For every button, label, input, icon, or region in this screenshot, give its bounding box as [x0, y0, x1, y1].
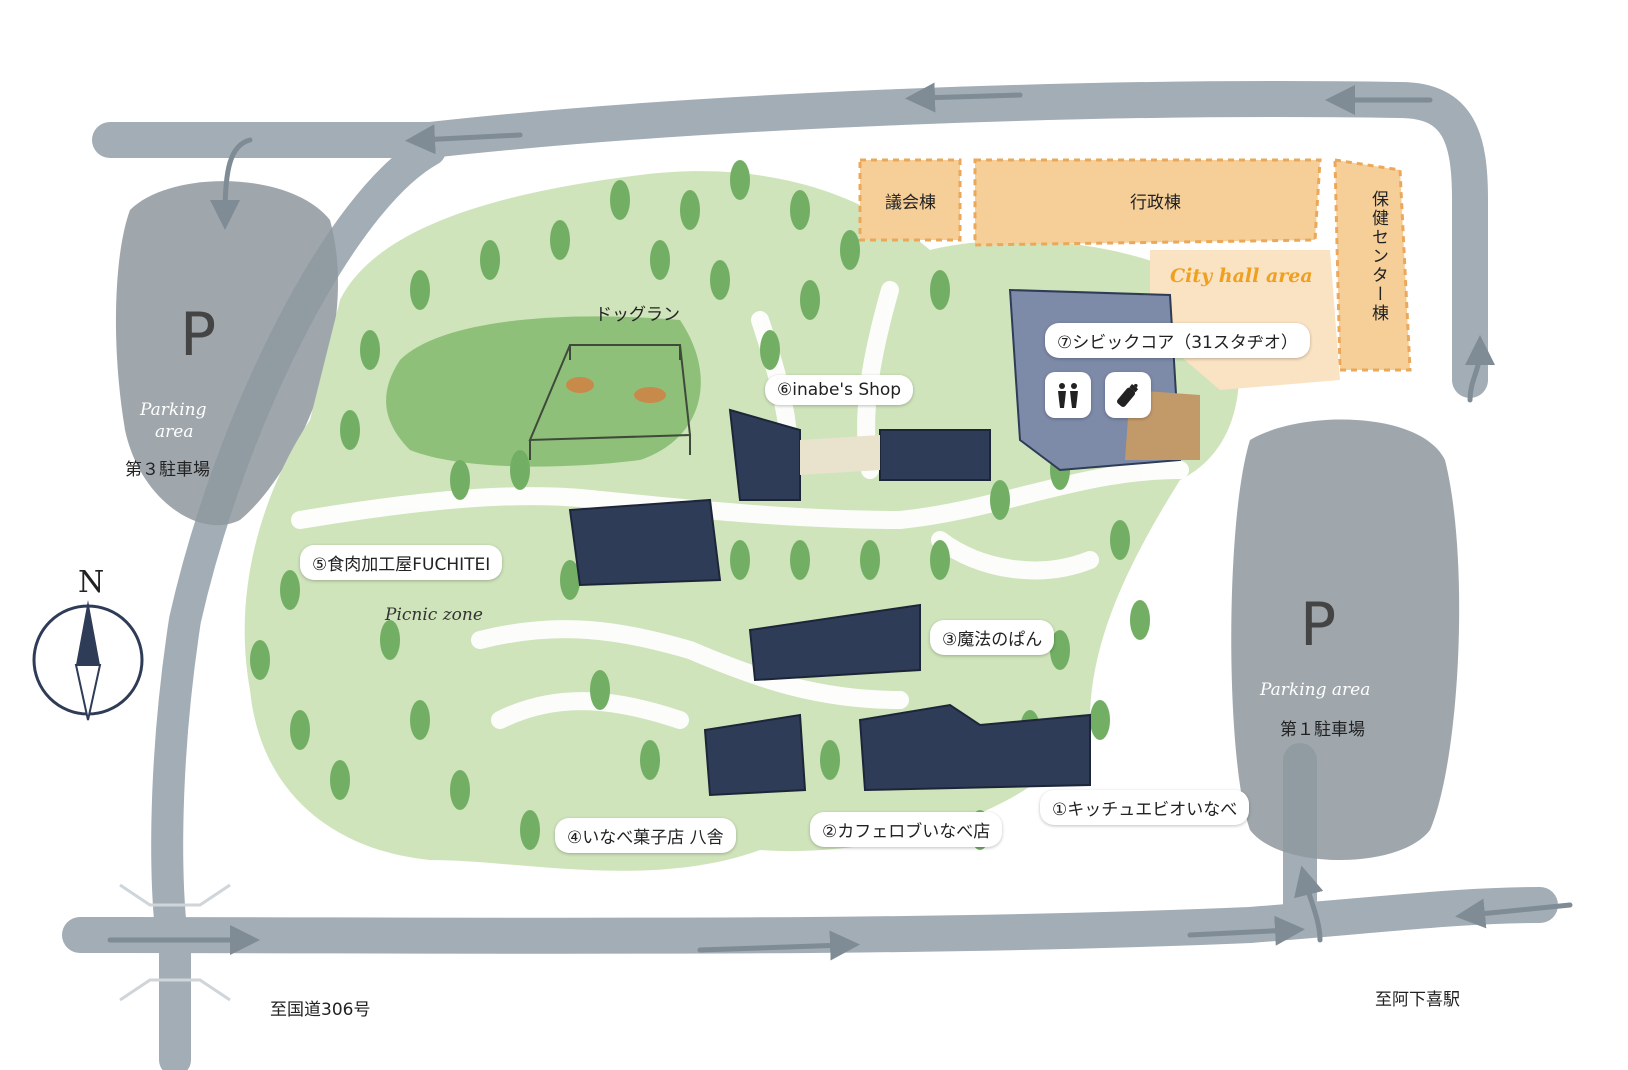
shop-label-7[interactable]: ⑦シビックコア（31スタヂオ）	[1045, 323, 1310, 358]
gyosei-building-label: 行政棟	[1130, 193, 1181, 213]
parking-p3-label: 第３駐車場	[125, 460, 210, 480]
gikai-building-label: 議会棟	[885, 193, 936, 213]
west-road	[151, 134, 446, 936]
arrow-top-left	[405, 124, 523, 155]
arrow-top-right	[905, 82, 1023, 113]
restroom-glyph	[1058, 383, 1078, 408]
compass-north-label: N	[78, 565, 105, 600]
picnic-zone-label: Picnic zone	[385, 605, 483, 625]
parking-p1-symbol: P	[1300, 590, 1337, 660]
bridge-marks	[119, 883, 231, 1002]
top-road	[92, 81, 1488, 398]
parking-p1-en: Parking area	[1260, 680, 1371, 700]
arrow-bottom-4	[1455, 898, 1573, 929]
shop-label-4[interactable]: ④いなべ菓子店 八舎	[555, 818, 736, 853]
parking-p1-label: 第１駐車場	[1280, 720, 1365, 740]
city-hall-blocks	[858, 158, 1412, 372]
shop-label-2[interactable]: ②カフェロブいなべ店	[810, 812, 1003, 847]
bldg-shop6-canopy	[800, 435, 880, 475]
direction-route306: 至国道306号	[270, 1000, 371, 1020]
shop-label-3[interactable]: ③魔法のぱん	[930, 620, 1055, 655]
gikai-block	[858, 158, 962, 242]
city-hall-area-label: City hall area	[1170, 265, 1313, 287]
parking-p3-symbol: P	[180, 300, 217, 370]
dog-figures	[566, 377, 666, 403]
hoken-block	[1333, 158, 1412, 372]
bldg-shop4	[703, 713, 807, 797]
parking-lots	[115, 181, 1460, 860]
baby-bottle-icon	[1105, 372, 1151, 418]
hoken-center-label: 保健センター棟	[1368, 190, 1388, 323]
bldg-shop3	[748, 603, 921, 682]
restroom-icon	[1045, 372, 1091, 418]
dog-run-label: ドッグラン	[595, 305, 680, 325]
arrow-bottom-3	[1187, 915, 1305, 946]
shop-label-6[interactable]: ⑥inabe's Shop	[765, 375, 914, 405]
arrow-bottom-2	[697, 930, 860, 961]
direction-station: 至阿下喜駅	[1375, 990, 1460, 1010]
dog-run-fence	[528, 344, 692, 460]
bldg-shop2	[858, 703, 1091, 792]
gyosei-block	[973, 158, 1322, 247]
bldg-shop6	[728, 408, 801, 501]
road-arrows	[107, 82, 1573, 961]
park-greenery	[244, 171, 1240, 871]
bldg-shop5	[568, 498, 722, 587]
bldg-shop6-b	[879, 429, 991, 481]
baby-bottle-glyph	[1117, 383, 1139, 407]
shop-label-1[interactable]: ①キッチュエビオいなべ	[1040, 790, 1250, 825]
compass-rose	[32, 600, 144, 721]
arrow-up-east	[1464, 335, 1495, 403]
shop-label-5[interactable]: ⑤食肉加工屋FUCHITEI	[300, 545, 503, 580]
parking-p3-en-line2: area	[155, 422, 194, 442]
buildings	[568, 408, 1091, 797]
parking-p3-en-line1: Parking	[140, 400, 207, 420]
parking-p1-lot	[1231, 419, 1460, 860]
bottom-road	[62, 887, 1558, 954]
parking-p3-lot	[115, 181, 338, 526]
arrow-into-p1	[1294, 865, 1324, 943]
arrow-into-p3	[210, 137, 253, 230]
